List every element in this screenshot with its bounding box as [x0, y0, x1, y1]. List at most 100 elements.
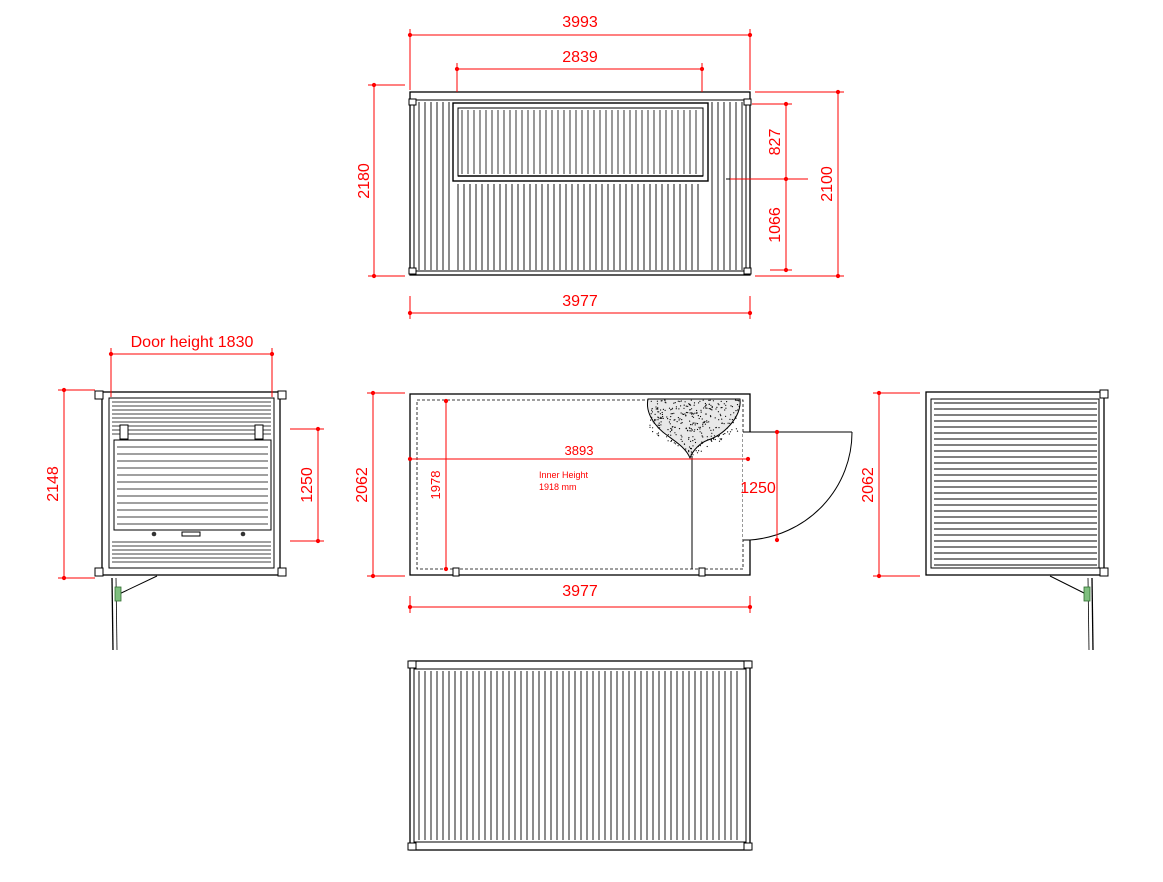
dim-door-width-label: 1250	[299, 467, 316, 503]
stipple-dot	[678, 428, 681, 430]
stipple-dot	[714, 438, 716, 441]
stipple-dot	[675, 443, 677, 445]
stipple-dot	[658, 424, 660, 426]
stipple-dot	[694, 424, 696, 426]
dim-inner-length	[407, 456, 751, 462]
stipple-dot	[711, 432, 713, 434]
stipple-dot	[718, 435, 720, 437]
stipple-dot	[688, 438, 690, 440]
stipple-dot	[705, 405, 707, 407]
stipple-dot	[684, 413, 686, 415]
stipple-dot	[689, 430, 691, 432]
stipple-dot	[734, 416, 737, 418]
stipple-dot	[690, 430, 692, 432]
stipple-dot	[720, 400, 722, 402]
stipple-dot	[675, 408, 677, 410]
stipple-dot	[729, 431, 732, 433]
stipple-dot	[704, 420, 706, 423]
stipple-dot	[696, 428, 699, 431]
stipple-dot	[708, 403, 710, 405]
stipple-dot	[689, 447, 692, 449]
stipple-dot	[655, 408, 657, 410]
stipple-dot	[695, 422, 697, 424]
dim-width-bottom	[407, 296, 753, 319]
stipple-dot	[680, 422, 682, 424]
door-slats	[117, 446, 268, 525]
dim-plan-depth-label: 2062	[354, 467, 371, 503]
stipple-dot	[721, 418, 723, 420]
stipple-dot	[685, 414, 687, 416]
stipple-dot	[722, 433, 724, 435]
stipple-dot	[662, 417, 664, 419]
dim-plan-length-label: 3977	[562, 583, 598, 600]
stipple-dot	[706, 421, 708, 423]
stipple-dot	[717, 436, 719, 438]
stipple-dot	[696, 423, 699, 425]
stipple-dot	[685, 427, 687, 429]
stipple-dot	[669, 419, 671, 421]
stipple-dot	[716, 406, 718, 408]
foot-right	[698, 567, 706, 577]
window-shutter	[461, 110, 697, 174]
stipple-dot	[671, 407, 674, 409]
stipple-dot	[685, 405, 687, 407]
stipple-dot	[681, 422, 683, 424]
stipple-dot	[690, 453, 692, 455]
stipple-dot	[700, 411, 702, 413]
stipple-dot	[729, 422, 731, 424]
dim-height-right	[755, 89, 844, 279]
stipple-dot	[690, 424, 692, 426]
stipple-dot	[674, 432, 676, 434]
corner-casting-tr	[743, 98, 752, 106]
stipple-dot	[688, 403, 690, 405]
stipple-dot	[684, 401, 686, 403]
stipple-dot	[675, 434, 677, 436]
stipple-dot	[710, 439, 712, 441]
stipple-dot	[730, 414, 732, 416]
floor-plan-view: 3893 1978 Inner Height 1918 mm 1250 2062	[354, 390, 853, 613]
door-end-top-panel	[112, 401, 271, 435]
dim-plan-depth	[367, 390, 405, 579]
stipple-dot	[702, 399, 704, 401]
stipple-dot	[700, 450, 702, 452]
stipple-dot	[696, 411, 698, 414]
stipple-dot	[690, 412, 692, 414]
door-bracket-left	[119, 424, 129, 440]
stipple-dot	[719, 413, 721, 415]
door-opening	[113, 439, 272, 531]
stipple-dot	[683, 407, 685, 409]
corner-casting-br	[743, 267, 752, 275]
stipple-dot	[710, 404, 712, 406]
door-end-view: Door height 1830 2148 1250	[45, 334, 324, 651]
stipple-dot	[658, 417, 660, 419]
stipple-dot	[721, 438, 723, 440]
stipple-dot	[731, 406, 734, 408]
stipple-dot	[694, 441, 697, 444]
stipple-dot	[704, 406, 706, 408]
stipple-dot	[718, 440, 721, 442]
stipple-dot	[685, 411, 688, 414]
stipple-dot	[680, 438, 682, 440]
stipple-dot	[690, 451, 693, 453]
corner-casting-bl	[407, 842, 417, 851]
cutaway-stipple	[649, 399, 740, 456]
stipple-dot	[654, 420, 656, 422]
stipple-dot	[696, 452, 699, 454]
stipple-dot	[658, 411, 660, 413]
stipple-dot	[661, 411, 663, 414]
inner-height-value: 1918 mm	[539, 482, 577, 492]
stipple-dot	[699, 445, 701, 447]
rear-elevation-view	[407, 660, 753, 851]
stipple-dot	[656, 400, 659, 402]
stipple-dot	[736, 404, 739, 406]
stipple-dot	[728, 433, 730, 435]
stipple-dot	[723, 423, 725, 425]
front-elevation-inner-frame	[413, 99, 747, 272]
dim-plan-length	[407, 596, 753, 613]
stipple-dot	[698, 426, 700, 428]
stipple-dot	[657, 408, 659, 410]
stipple-dot	[693, 413, 695, 415]
door-handle	[181, 531, 201, 537]
stipple-dot	[649, 424, 651, 426]
